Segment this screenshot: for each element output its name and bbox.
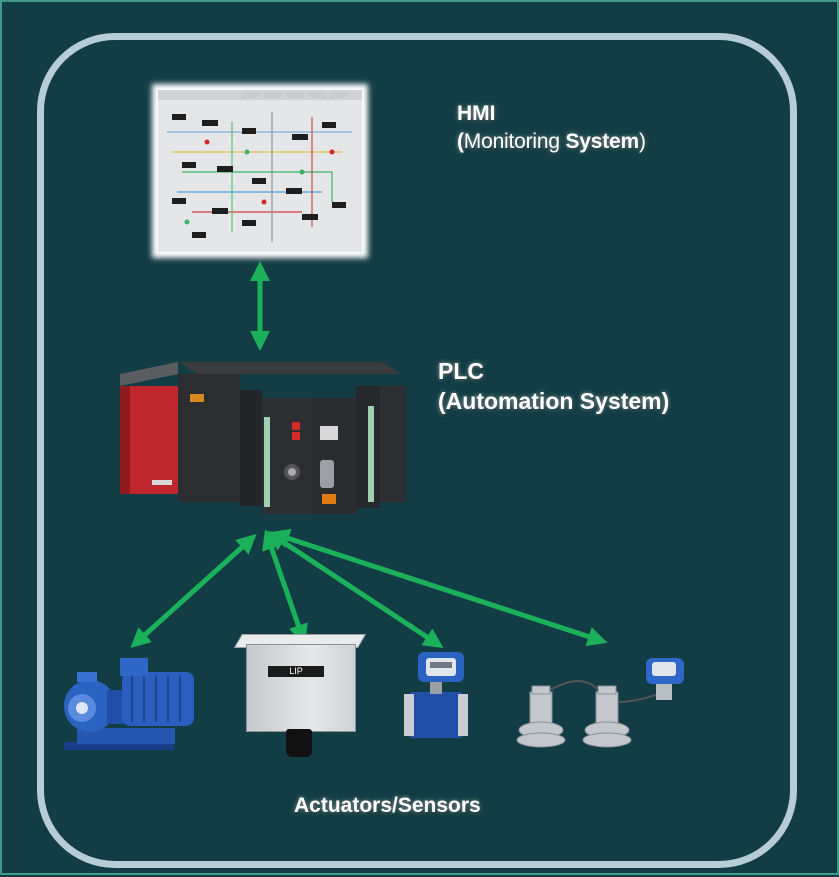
hmi-subtitle-word1: Monitoring bbox=[463, 130, 560, 153]
actuators-sensors-label: Actuators/Sensors bbox=[294, 794, 481, 817]
junction-box-sensor bbox=[286, 729, 312, 757]
junction-box-tag: LIP bbox=[268, 666, 324, 677]
plc-title: PLC bbox=[438, 358, 484, 384]
system-boundary-frame bbox=[37, 33, 797, 868]
hmi-subtitle: (Monitoring System) bbox=[457, 130, 646, 154]
junction-box bbox=[246, 644, 356, 732]
hmi-subtitle-open: ( bbox=[457, 130, 464, 153]
plc-power-module bbox=[120, 362, 178, 494]
hmi-subtitle-word2: System bbox=[565, 130, 640, 153]
plc-modules bbox=[178, 362, 406, 514]
plc-subtitle: (Automation System) bbox=[438, 388, 670, 414]
hmi-subtitle-close: ) bbox=[639, 130, 646, 153]
arrow-plc-pump bbox=[130, 533, 257, 649]
arrow-plc-transmitter bbox=[269, 528, 608, 647]
hmi-title: HMI bbox=[457, 102, 496, 125]
